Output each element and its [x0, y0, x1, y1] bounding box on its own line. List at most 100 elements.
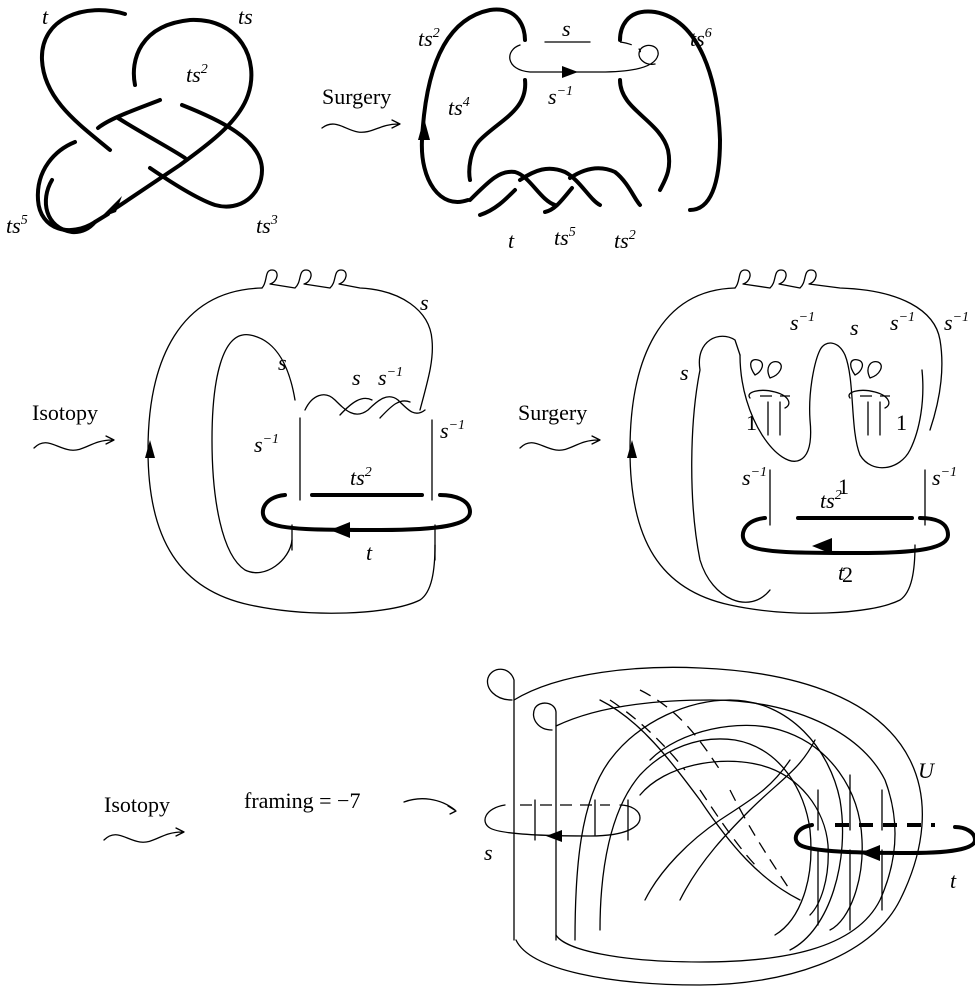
label-two: 2 [842, 562, 853, 587]
label-sinv-b: s−1 [890, 310, 915, 335]
s-strand-1 [574, 699, 844, 951]
inner-loop-u-2 [639, 760, 829, 916]
surgery-loops-right [848, 359, 890, 436]
label-s-top: s [420, 290, 429, 315]
inner-loop [211, 334, 296, 574]
t-circle [740, 516, 950, 555]
diagonal-1 [599, 699, 801, 901]
step-surgery-2: Surgery [518, 400, 601, 451]
knot-strand-f [116, 116, 187, 160]
inner-loop-u [649, 724, 863, 931]
twist-strand-b [679, 739, 816, 901]
outer-arrow [145, 440, 155, 458]
verticals-right [817, 774, 883, 931]
label-ts5: ts5 [554, 225, 576, 250]
outer-right-strand [618, 9, 722, 212]
label-t: t [838, 560, 845, 585]
step-isotopy-2: Isotopy [103, 792, 185, 843]
panel-final: framing = −7 s U t [244, 666, 975, 986]
label-t: t [42, 4, 49, 29]
surgery-loops-left [748, 359, 790, 436]
s-strand-2 [599, 738, 812, 936]
knot-strand-d [108, 17, 254, 214]
label-s: s [562, 16, 571, 41]
label-ts4: ts4 [448, 95, 470, 120]
outer-loop [147, 287, 436, 614]
panel-surgery-2: s s−1 s s−1 s−1 1 1 1 s−1 ts2 s−1 t 2 [627, 269, 969, 614]
label-ts: ts [238, 4, 253, 29]
knot-strand-h [43, 178, 97, 235]
label-sinv-right: s−1 [932, 465, 957, 490]
knot-strand-g [93, 212, 110, 224]
outer-top [734, 269, 943, 431]
squiggle-arrow [321, 119, 401, 133]
step-isotopy-1: Isotopy [32, 400, 115, 451]
twist-strand-a [644, 759, 791, 901]
step-label: Isotopy [104, 792, 170, 817]
label-sinv-left: s−1 [742, 465, 767, 490]
label-t: t [366, 540, 373, 565]
label-ts3: ts3 [256, 213, 278, 238]
knot-strand-e [35, 140, 97, 232]
label-s-mid: s [352, 365, 361, 390]
outer-arrow [627, 440, 637, 458]
diagonal-dashed-1 [609, 699, 761, 871]
outer-loop [629, 287, 916, 614]
label-s: s [484, 840, 493, 865]
framing-label: framing = −7 [244, 788, 360, 813]
outer-top [261, 269, 434, 411]
knot-arrow [100, 196, 122, 218]
knot-strand-c [96, 98, 162, 130]
label-sinv-c: s−1 [944, 310, 969, 335]
t-circle-arrow [330, 522, 350, 538]
diagonal-dashed-2 [639, 689, 791, 891]
outer-left-strand [419, 7, 527, 204]
t-circle-arrow [860, 845, 880, 861]
s-circle-arrow [546, 830, 562, 842]
t-circle-arrow [812, 538, 832, 554]
inner-top-strand [304, 394, 426, 415]
t-circle [793, 823, 975, 855]
label-ts2b: ts2 [614, 228, 636, 253]
label-ts5: ts5 [6, 213, 28, 238]
squiggle-arrow [33, 435, 115, 451]
label-one-left: 1 [746, 410, 757, 435]
step-label: Isotopy [32, 400, 98, 425]
label-u: U [918, 758, 936, 783]
inner-right-strand [618, 78, 672, 192]
label-sinv: s−1 [548, 84, 573, 109]
panel-surgery: ts2 ts6 ts4 s s−1 t ts5 ts2 [418, 7, 722, 253]
label-ts2: ts2 [350, 465, 372, 490]
inner-loop [691, 335, 771, 603]
t-circle [260, 493, 472, 532]
panel-knot: t ts ts2 ts3 ts5 [6, 4, 278, 238]
framing-pointer [403, 798, 457, 815]
label-one-mid: 1 [838, 474, 849, 499]
label-ts2: ts2 [186, 62, 208, 87]
inner-left-strand [467, 78, 528, 182]
squiggle-arrow [103, 827, 185, 843]
label-sinv-a: s−1 [790, 310, 815, 335]
knot-strand-b [148, 103, 264, 209]
label-t: t [950, 868, 957, 893]
label-s-left: s [680, 360, 689, 385]
knot-strand-a [39, 8, 127, 152]
label-ts6: ts6 [690, 26, 712, 51]
step-label: Surgery [322, 84, 391, 109]
label-s-mid: s [850, 315, 859, 340]
label-sinv-right: s−1 [440, 418, 465, 443]
curl-left-2 [532, 702, 557, 941]
step-surgery-1: Surgery [321, 84, 401, 133]
label-s-left: s [278, 350, 287, 375]
step-label: Surgery [518, 400, 587, 425]
outer-arrow [418, 118, 430, 140]
curl-left [486, 668, 515, 941]
outer-arc-2 [555, 699, 896, 963]
label-sinv-mid: s−1 [378, 365, 403, 390]
label-one-right: 1 [896, 410, 907, 435]
label-sinv-left: s−1 [254, 432, 279, 457]
label-ts2: ts2 [820, 488, 842, 513]
panel-isotopy: s s s s−1 s−1 s−1 ts2 t [145, 269, 472, 614]
squiggle-arrow [519, 435, 601, 451]
